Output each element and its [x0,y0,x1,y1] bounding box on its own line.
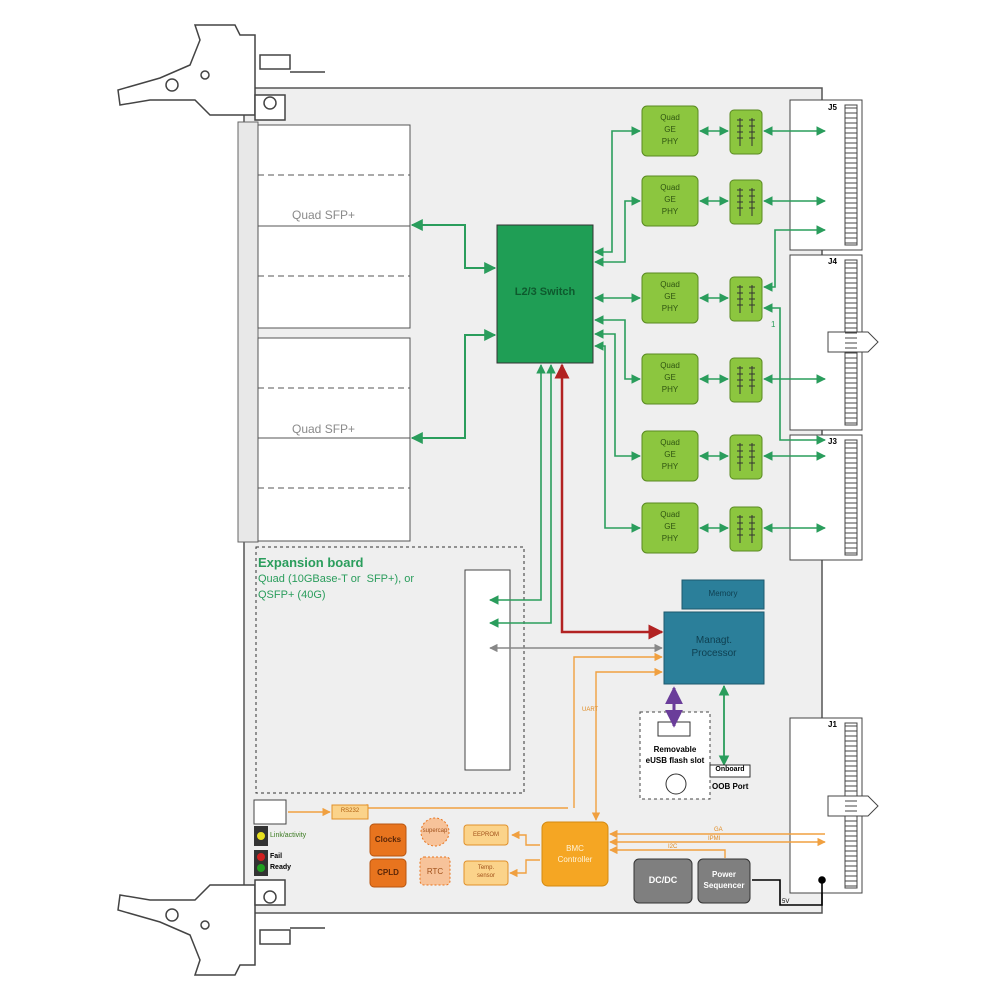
rj45-port[interactable] [253,799,287,825]
eeprom-label: EEPROM [472,832,499,838]
temp-sensor-block [463,860,509,886]
eeprom-block [463,824,509,846]
top-ejector-handle[interactable] [117,24,325,121]
memory-label: Memory [708,589,738,598]
processor-label: Managt.Processor [691,635,737,659]
phy-xfmr-links [699,126,729,533]
onboard-box [709,764,751,778]
power-sequencer [697,858,751,904]
connector-j4-label: J4 [828,257,837,266]
clocks-label: Clocks [374,835,402,844]
supercap-block [420,817,450,847]
rs232-block [331,804,369,820]
led-link-activity [256,831,266,841]
expansion-line2: QSFP+ (40G) [258,589,326,601]
ga-label: GA [714,827,723,833]
memory-block [681,579,765,610]
expansion-board-area [255,546,525,794]
connector-j5 [789,99,863,251]
onboard-label: Onboard [715,766,745,773]
switch-expansion-links [489,364,556,628]
transformer-blocks [729,109,763,552]
temp-sensor-label: Temp.sensor [476,865,495,879]
link-marker-one: 1 [771,320,776,329]
bmc-controller [541,821,609,887]
rtc-block [419,856,451,886]
switch-label: L2/3 Switch [514,286,576,298]
processor-orange-links [359,652,663,821]
link-activity-label: Link/activity [270,832,307,839]
led-fail [257,853,265,861]
dcdc-label: DC/DC [648,875,678,885]
connector-j1-label: J1 [828,720,837,729]
connector-j5-label: J5 [828,103,837,112]
dcdc-block [633,858,693,904]
clocks-block [369,823,407,857]
connector-pins [845,107,857,887]
bottom-ejector-handle[interactable] [117,879,325,976]
supercap-label: supercap [422,828,448,834]
ready-label: Ready [270,864,292,871]
sfp-lower-label: Quad SFP+ [292,422,356,436]
sfp-cage-lower [257,337,411,542]
oob-port-label: OOB Port [712,782,749,791]
five-volt-label: 5V [782,899,790,905]
management-processor [663,611,765,685]
l2-l3-switch [496,224,594,364]
xfmr-connector-links [763,126,826,533]
cpld-label: CPLD [377,868,399,877]
ipmi-label: IPMI [708,836,721,842]
front-panel [237,121,259,543]
sfp-upper-label: Quad SFP+ [292,208,356,222]
fail-label: Fail [270,853,283,860]
expansion-line1: Quad (10GBase-T or SFP+), or [258,573,414,585]
usb-slot-hole [665,773,687,795]
bmc-links [509,829,826,878]
uart-label: UART [582,707,599,713]
expansion-title: Expansion board [258,555,364,570]
i2c-label: I2C [668,844,678,850]
cpld-block [369,858,407,888]
sfp-cage-upper [257,124,411,329]
rtc-label: RTC [426,867,444,876]
led-ready [257,864,265,872]
sfp-switch-links [410,219,497,444]
connector-j3-label: J3 [828,437,837,446]
power-links [752,876,826,906]
switch-processor-link [554,363,664,640]
rs232-label: RS232 [340,808,360,814]
